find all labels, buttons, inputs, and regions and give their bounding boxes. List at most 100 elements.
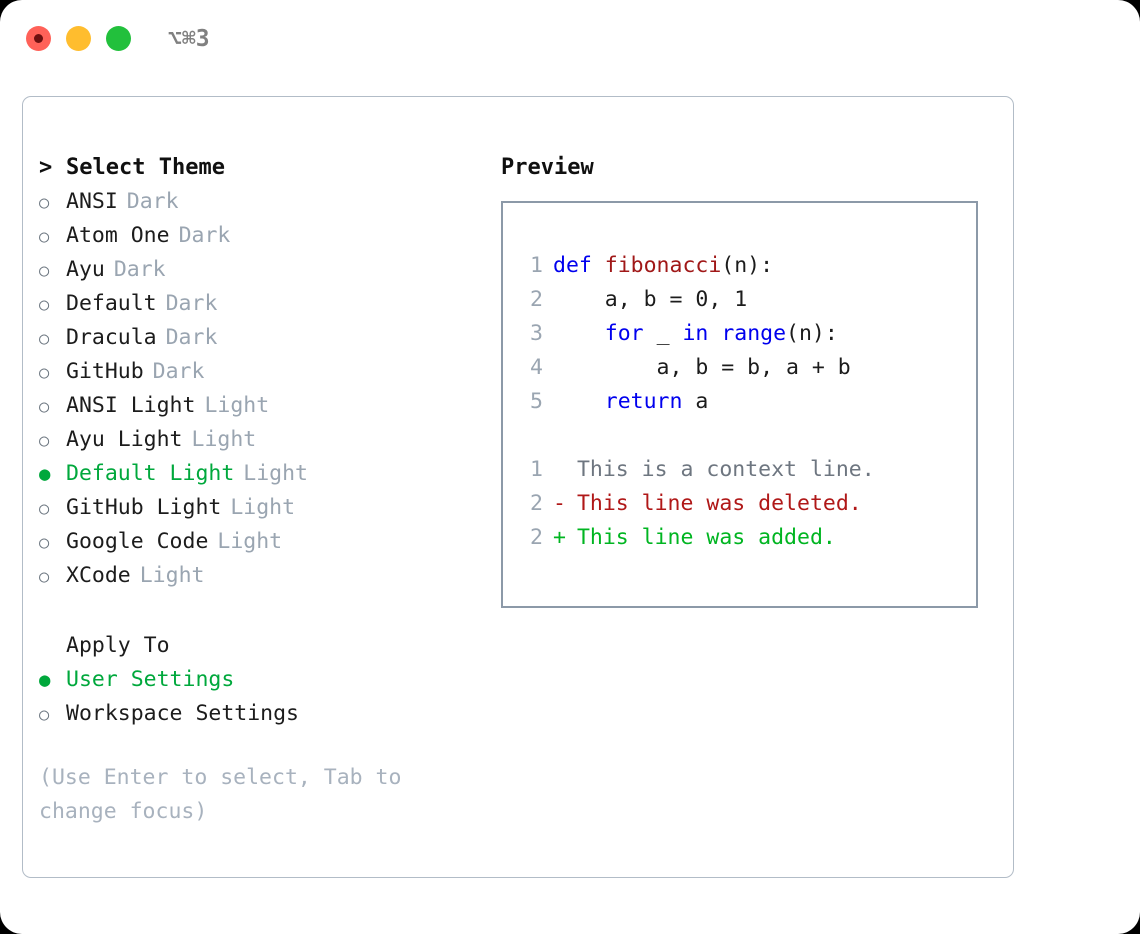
line-number: 4 (530, 355, 543, 380)
select-theme-heading: > Select Theme (39, 151, 499, 185)
theme-list-item[interactable]: ○ Ayu Dark (39, 253, 499, 287)
theme-category-badge: Dark (165, 291, 218, 316)
diff-marker: + (553, 525, 566, 550)
theme-category-badge: Light (243, 461, 309, 486)
line-number: 5 (530, 389, 543, 414)
radio-unselected-icon: ○ (39, 431, 50, 451)
line-number: 2 (530, 491, 543, 516)
minimize-button[interactable] (66, 26, 91, 51)
radio-unselected-icon: ○ (39, 329, 50, 349)
theme-category-badge: Dark (178, 223, 231, 248)
code-token (708, 321, 721, 346)
diff-line: 1 This is a context line. (517, 453, 970, 487)
code-token: _ (643, 321, 683, 346)
maximize-button[interactable] (106, 26, 131, 51)
apply-to-heading: Apply To (39, 629, 499, 663)
radio-unselected-icon: ○ (39, 567, 50, 587)
line-number: 3 (530, 321, 543, 346)
line-number: 1 (530, 253, 543, 278)
code-line: 2 a, b = 0, 1 (517, 283, 970, 317)
radio-unselected-icon: ○ (39, 397, 50, 417)
theme-name: ANSI Light (66, 393, 196, 418)
theme-category-badge: Light (230, 495, 296, 520)
diff-marker (553, 453, 564, 487)
apply-to-option[interactable]: ●User Settings (39, 663, 499, 697)
diff-text: This line was deleted. (564, 491, 862, 516)
diff-line: 2- This line was deleted. (517, 487, 970, 521)
theme-name: GitHub Light (66, 495, 222, 520)
theme-name: XCode (66, 563, 131, 588)
code-token: for (604, 321, 644, 346)
code-token: a (682, 389, 709, 414)
radio-unselected-icon: ○ (39, 705, 50, 725)
radio-unselected-icon: ○ (39, 193, 50, 213)
theme-list-item[interactable]: ○ Default Dark (39, 287, 499, 321)
theme-name: Default (66, 291, 157, 316)
line-number: 1 (530, 457, 543, 482)
diff-text: This is a context line. (564, 457, 875, 482)
code-token (553, 321, 605, 346)
close-button[interactable] (26, 26, 51, 51)
theme-category-badge: Dark (113, 257, 166, 282)
theme-category-badge: Light (139, 563, 205, 588)
line-number: 2 (530, 287, 543, 312)
code-token: a, b = 0, 1 (553, 287, 748, 312)
radio-unselected-icon: ○ (39, 499, 50, 519)
code-token: (n): (786, 321, 838, 346)
theme-list-item[interactable]: ○ GitHub Light Light (39, 491, 499, 525)
code-token: return (604, 389, 683, 414)
code-token: fibonacci (604, 253, 722, 278)
theme-list-item[interactable]: ○ ANSI Light Light (39, 389, 499, 423)
code-token: def (553, 253, 605, 278)
theme-name: Ayu (66, 257, 105, 282)
code-token: (n): (721, 253, 774, 278)
radio-selected-icon: ● (39, 463, 51, 485)
keyboard-shortcut-label: ⌥⌘3 (168, 26, 210, 52)
spacer (39, 731, 499, 761)
theme-category-badge: Dark (152, 359, 205, 384)
traffic-light-group (26, 26, 131, 51)
theme-list-item[interactable]: ○ XCode Light (39, 559, 499, 593)
code-line: 4 a, b = b, a + b (517, 351, 970, 385)
diff-sample: 1 This is a context line.2- This line wa… (517, 453, 970, 555)
apply-to-option[interactable]: ○ Workspace Settings (39, 697, 499, 731)
keyboard-hint-text: (Use Enter to select, Tab to change focu… (39, 765, 402, 824)
code-token: in (682, 321, 709, 346)
apply-to-list: ●User Settings ○ Workspace Settings (39, 663, 499, 731)
diff-line: 2+ This line was added. (517, 521, 970, 555)
preview-heading: Preview (501, 155, 594, 180)
theme-name: GitHub (66, 359, 144, 384)
theme-category-badge: Light (204, 393, 270, 418)
theme-category-badge: Light (191, 427, 257, 452)
line-number: 2 (530, 525, 543, 550)
spacer (517, 419, 970, 453)
radio-unselected-icon: ○ (39, 261, 50, 281)
code-line: 5 return a (517, 385, 970, 419)
code-token: range (721, 321, 787, 346)
theme-category-badge: Dark (165, 325, 218, 350)
radio-unselected-icon: ○ (39, 295, 50, 315)
radio-unselected-icon: ○ (39, 227, 50, 247)
code-line: 3 for _ in range(n): (517, 317, 970, 351)
code-line: 1 def fibonacci(n): (517, 249, 970, 283)
caret-icon: > (39, 155, 53, 180)
close-icon (34, 34, 43, 43)
apply-to-option-label: Workspace Settings (66, 701, 299, 726)
select-theme-heading-label: Select Theme (66, 155, 225, 180)
code-token (553, 389, 605, 414)
